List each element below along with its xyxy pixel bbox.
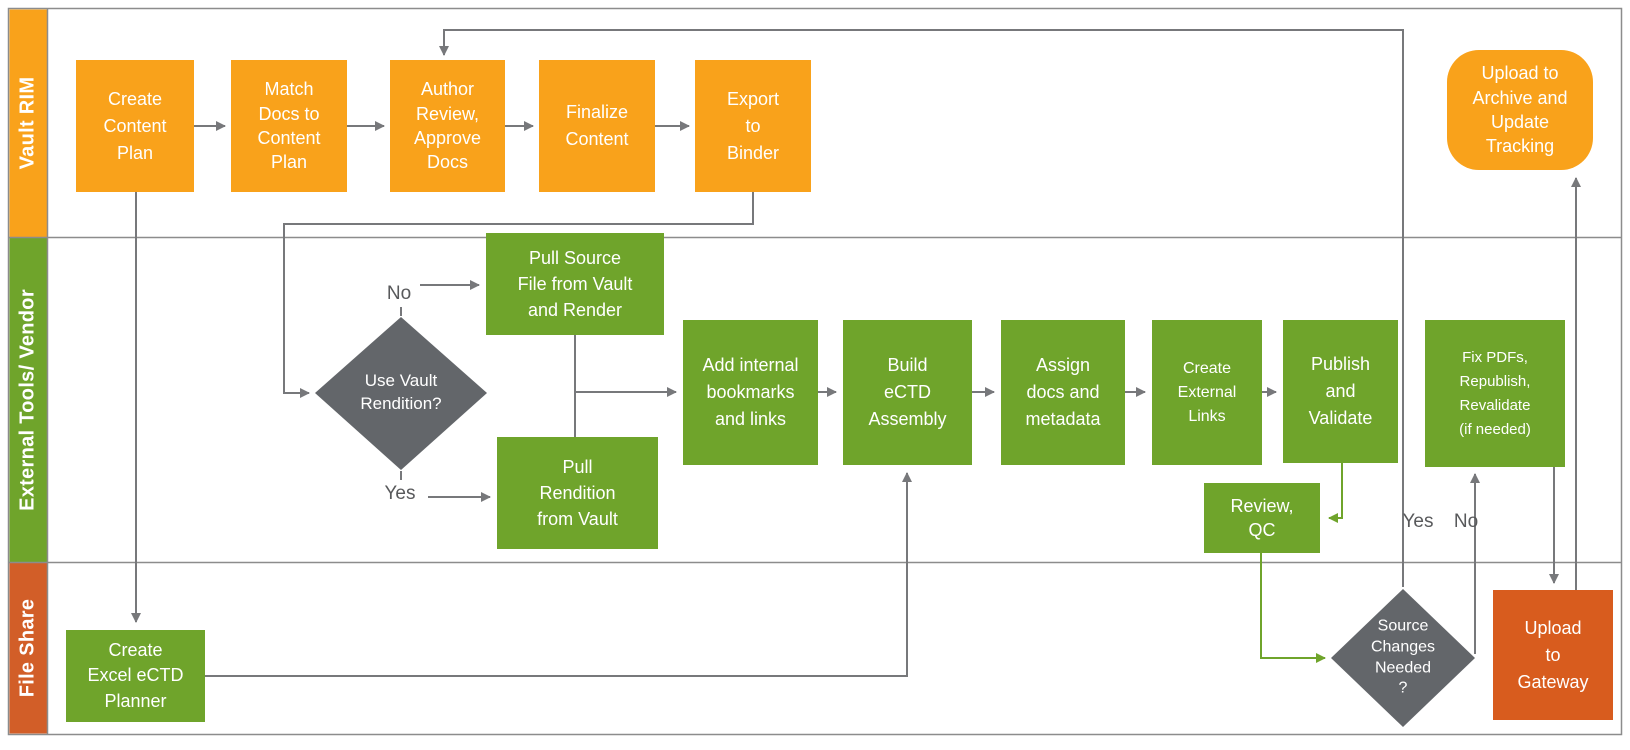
node-author-review-approve-docs: Author Review, Approve Docs <box>390 60 505 192</box>
edge-label-source-changes-yes: Yes <box>1402 511 1434 532</box>
diagram-frame <box>7 7 1623 736</box>
node-create-excel-ectd-planner: Create Excel eCTD Planner <box>66 630 205 722</box>
node-upload-to-gateway: Upload to Gateway <box>1493 590 1613 720</box>
connector-reviewqc-to-sourcechanges <box>1260 553 1326 663</box>
connector-excelplanner-to-buildectd <box>205 472 912 677</box>
node-pull-source-file: Pull Source File from Vault and Render <box>486 233 664 335</box>
node-upload-to-archive: Upload to Archive and Update Tracking <box>1447 50 1593 170</box>
connector-sourcechanges-yes-to-authorreview <box>439 29 1404 587</box>
lane-band-external-tools-vendor <box>9 237 48 563</box>
lane-label-vault-rim: Vault RIM <box>16 76 39 170</box>
decision-use-vault-rendition-shape <box>315 317 487 470</box>
node-build-ectd-assembly: Build eCTD Assembly <box>843 320 972 465</box>
node-review-qc: Review, QC <box>1204 483 1320 553</box>
node-create-external-links: Create External Links <box>1152 320 1262 465</box>
lane-label-external-tools-vendor: External Tools/ Vendor <box>16 289 39 511</box>
lane-band-vault-rim <box>9 9 48 238</box>
connector-export-to-userendition <box>283 192 754 398</box>
decision-source-changes-label: Source Changes Needed ? <box>1370 617 1436 697</box>
node-publish-and-validate: Publish and Validate <box>1283 320 1398 463</box>
node-create-content-plan: Create Content Plan <box>76 60 194 192</box>
node-pull-rendition-from-vault: Pull Rendition from Vault <box>497 437 658 549</box>
edge-label-use-rendition-yes: Yes <box>384 483 416 504</box>
node-match-docs-to-content-plan: Match Docs to Content Plan <box>231 60 347 192</box>
edge-label-source-changes-no: No <box>1453 511 1479 532</box>
decision-use-vault-rendition-label: Use Vault Rendition? <box>360 371 442 413</box>
node-assign-docs-metadata: Assign docs and metadata <box>1001 320 1125 465</box>
connector-publish-to-reviewqc <box>1328 463 1343 523</box>
edge-label-use-rendition-no: No <box>386 283 412 304</box>
node-fix-pdfs: Fix PDFs, Republish, Revalidate (if need… <box>1425 320 1565 467</box>
node-finalize-content: Finalize Content <box>539 60 655 192</box>
node-add-internal-bookmarks: Add internal bookmarks and links <box>683 320 818 465</box>
lane-band-file-share <box>9 562 48 734</box>
lane-label-file-share: File Share <box>16 598 39 698</box>
decision-source-changes-shape <box>1331 589 1475 727</box>
node-export-to-binder: Export to Binder <box>695 60 811 192</box>
